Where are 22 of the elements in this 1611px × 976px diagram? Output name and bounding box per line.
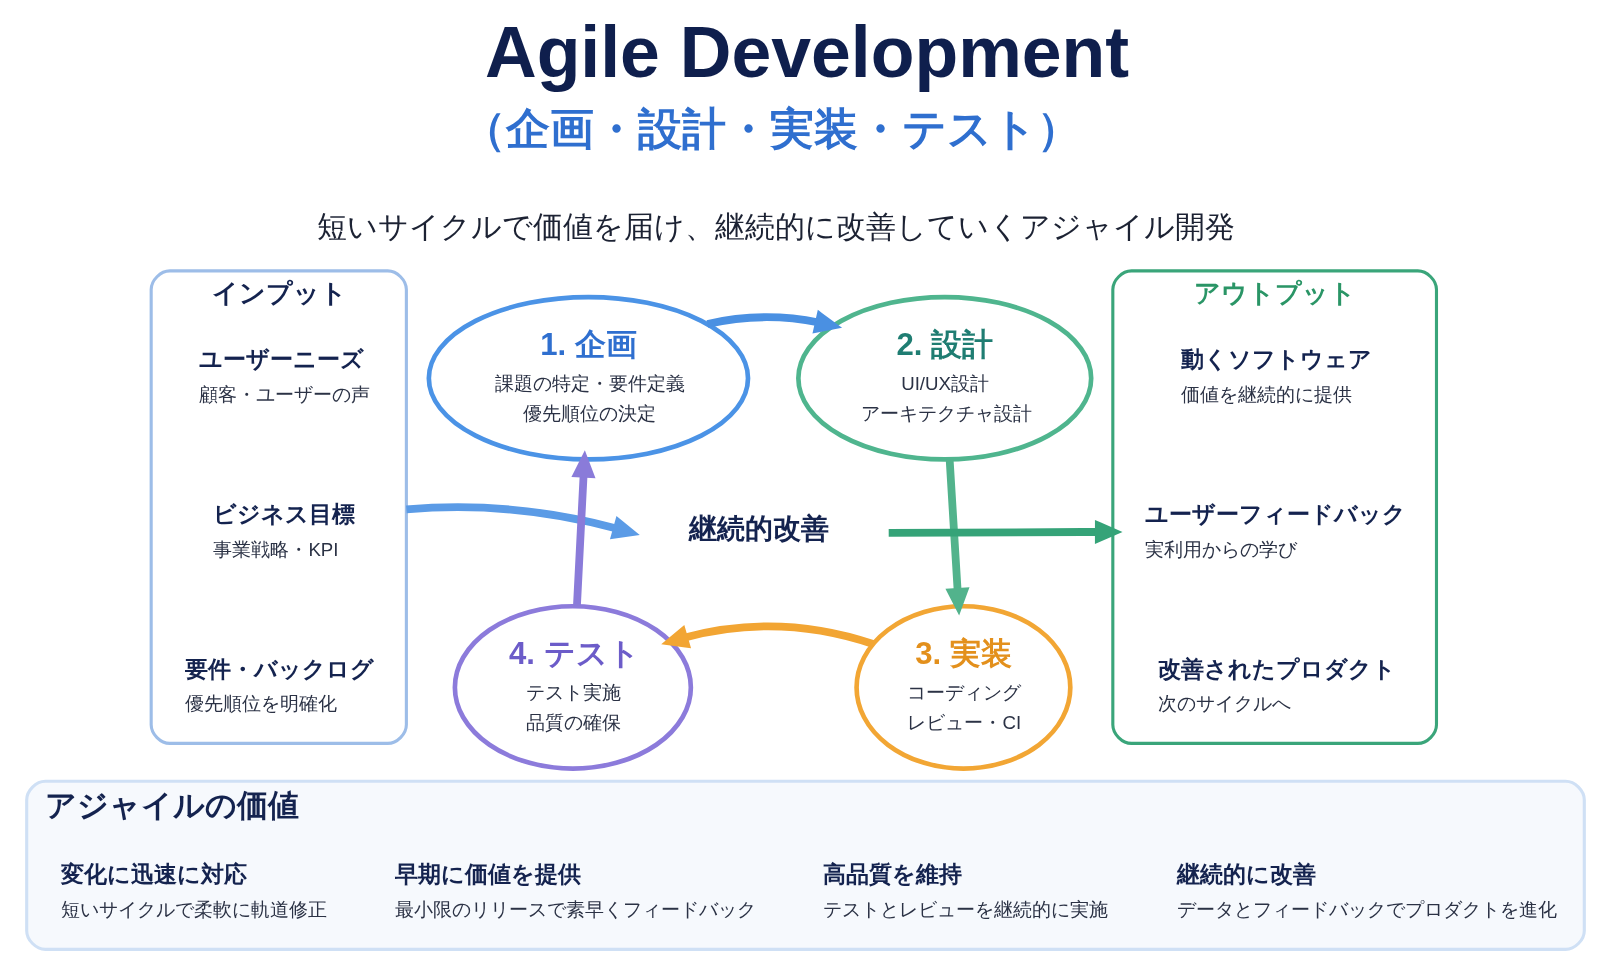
label: 継続的改善 xyxy=(688,512,829,544)
node-text: 要件・バックログ 優先順位を明確化 xyxy=(185,655,375,714)
label: 短いサイクルで価値を届け、継続的に改善していくアジャイル開発 xyxy=(316,209,1235,243)
arrow xyxy=(945,459,970,615)
node-ellipse: 2. 設計 UI/UX設計 アーキテクチャ設計 xyxy=(796,294,1094,462)
node-text: 変化に迅速に対応 短いサイクルで柔軟に軌道修正 xyxy=(60,860,327,920)
node-text: 改善されたプロダクト 次のサイクルへ xyxy=(1157,655,1396,714)
diagram-title: Agile Development xyxy=(484,11,1130,92)
node-text: 動くソフトウェア 価値を継続的に提供 xyxy=(1181,345,1373,405)
node-text: 継続的に改善 データとフィードバックでプロダクトを進化 xyxy=(1176,860,1557,920)
node-text: ユーザーニーズ 顧客・ユーザーの声 xyxy=(199,345,371,405)
node-ellipse: 1. 企画 課題の特定・要件定義 優先順位の決定 xyxy=(426,294,751,462)
node-text: 高品質を維持 テストとレビューを継続的に実施 xyxy=(823,860,1109,920)
node-text: ビジネス目標 事業戦略・KPI xyxy=(213,500,356,560)
node-text: ユーザーフィードバック 実利用からの学び xyxy=(1145,500,1407,560)
node-text: 早期に価値を提供 最小限のリリースで素早くフィードバック xyxy=(395,860,757,920)
arrow xyxy=(406,502,640,539)
arrow xyxy=(661,622,875,648)
arrow xyxy=(571,449,596,606)
arrow xyxy=(706,309,843,333)
node-ellipse: 3. 実装 コーディング レビュー・CI xyxy=(854,603,1073,771)
label: （企画・設計・実装・テスト） xyxy=(461,104,1081,153)
